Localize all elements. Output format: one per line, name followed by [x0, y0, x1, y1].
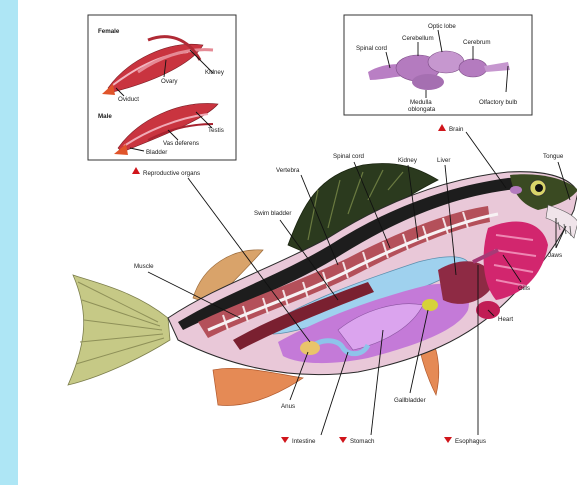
gallbladder-label: Gallbladder [394, 397, 426, 404]
spinal-cord-inset-label: Spinal cord [356, 45, 388, 52]
spinal-cord-label: Spinal cord [333, 153, 365, 160]
bladder-label: Bladder [146, 149, 167, 156]
muscle-label: Muscle [134, 263, 154, 270]
brain-medulla-shape [412, 74, 444, 90]
intestine-label: Intestine [292, 438, 316, 445]
brain-label: Brain [449, 126, 464, 133]
cerebellum-label: Cerebellum [402, 35, 434, 42]
male-heading: Male [98, 113, 112, 120]
anal-fin [213, 368, 303, 405]
testis-label: Testis [208, 127, 224, 134]
stomach-label: Stomach [350, 438, 375, 445]
diagram-frame: Female Ovary Kidney Oviduct Male Testis … [18, 0, 577, 485]
kidney-inset-label: Kidney [205, 69, 225, 76]
tail-fin [68, 275, 170, 385]
kidney-label: Kidney [398, 157, 418, 164]
reproductive-organ-shape [300, 341, 320, 355]
fish-anatomy-diagram: Female Ovary Kidney Oviduct Male Testis … [18, 0, 577, 485]
liver-label: Liver [437, 157, 450, 164]
esophagus-down-marker [444, 437, 452, 443]
fish-pupil [535, 184, 543, 192]
esophagus-label: Esophagus [455, 438, 486, 445]
tongue-label: Tongue [543, 153, 564, 160]
medulla-label-2: oblongata [408, 106, 436, 113]
optic-lobe-label: Optic lobe [428, 23, 456, 30]
heart-label: Heart [498, 316, 513, 323]
intestine-down-marker [281, 437, 289, 443]
reproductive-inset: Female Ovary Kidney Oviduct Male Testis … [88, 15, 236, 160]
brain-position [510, 186, 522, 194]
female-heading: Female [98, 28, 120, 35]
swim-bladder-label: Swim bladder [254, 210, 292, 217]
brain-cerebrum-shape [459, 59, 487, 77]
gallbladder-shape [422, 299, 438, 311]
vas-deferens-label: Vas deferens [163, 140, 199, 147]
brain-optic-lobe-shape [428, 51, 464, 73]
reproductive-up-marker [132, 167, 140, 174]
gills-label: Gills [518, 285, 530, 292]
vertebra-label: Vertebra [276, 167, 300, 174]
cerebrum-label: Cerebrum [463, 39, 491, 46]
stomach-down-marker [339, 437, 347, 443]
oviduct-label: Oviduct [118, 96, 139, 103]
gill-region [484, 222, 548, 300]
fish-illustration [68, 163, 577, 405]
brain-inset: Optic lobe Cerebellum Spinal cord Cerebr… [344, 15, 532, 115]
reproductive-organs-label: Reproductive organs [143, 170, 200, 177]
brain-up-marker [438, 124, 446, 131]
ovary-label: Ovary [161, 78, 178, 85]
olfactory-bulb-label: Olfactory bulb [479, 99, 518, 106]
medulla-label-1: Medulla [410, 99, 432, 106]
jaws-label: Jaws [548, 252, 562, 259]
anus-label: Anus [281, 403, 295, 410]
